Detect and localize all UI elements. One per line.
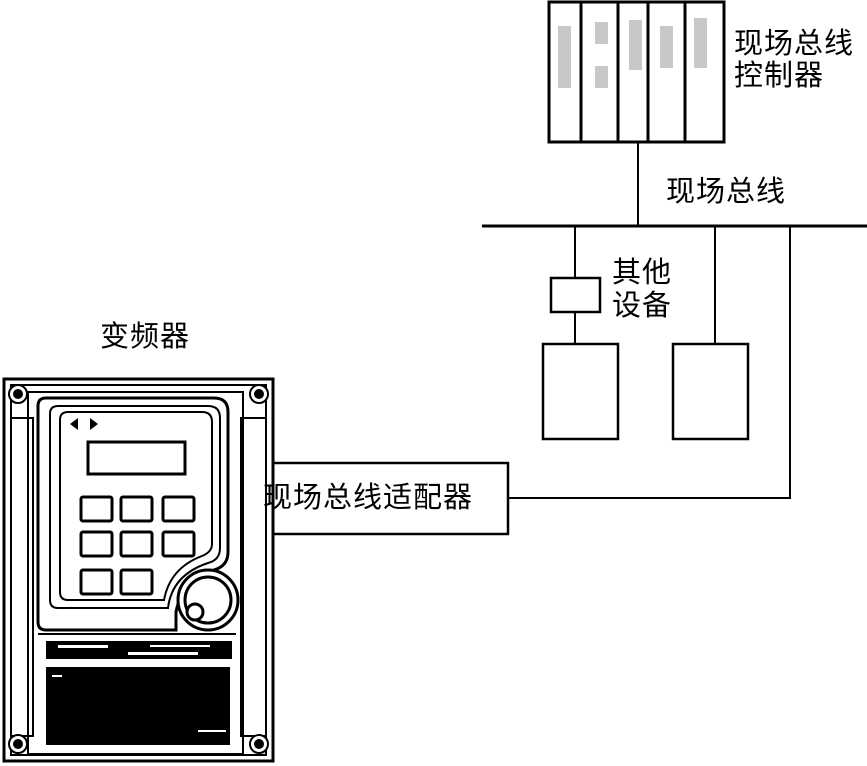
other-devices-label-line-2: 设备 xyxy=(612,288,673,322)
rotary-knob xyxy=(176,568,240,632)
controller-label-line-1: 现场总线 xyxy=(734,26,855,60)
device-box-2 xyxy=(671,342,750,441)
fieldbus-wiring xyxy=(482,142,867,499)
fieldbus-adapter-box xyxy=(247,461,510,536)
left-arrow-indicator xyxy=(70,418,78,430)
terminal-strip xyxy=(46,641,232,659)
device-interface-box xyxy=(549,276,602,314)
inverter-illustration xyxy=(2,377,275,763)
inverter-label: 变频器 xyxy=(100,319,191,353)
controller-module-indicators xyxy=(558,18,707,88)
adapter-drop-line xyxy=(508,226,791,499)
other-devices-label-line-1: 其他 xyxy=(612,255,673,289)
adapter-label: 现场总线适配器 xyxy=(263,480,474,514)
device-box-1 xyxy=(541,342,620,441)
keypad-buttons xyxy=(79,495,196,596)
controller-label-line-2: 控制器 xyxy=(734,58,825,92)
other-devices xyxy=(541,276,750,441)
display-window xyxy=(86,440,187,476)
terminal-block xyxy=(46,667,230,745)
mounting-screws xyxy=(8,384,269,754)
fieldbus-label: 现场总线 xyxy=(666,174,787,208)
right-arrow-indicator xyxy=(90,418,98,430)
